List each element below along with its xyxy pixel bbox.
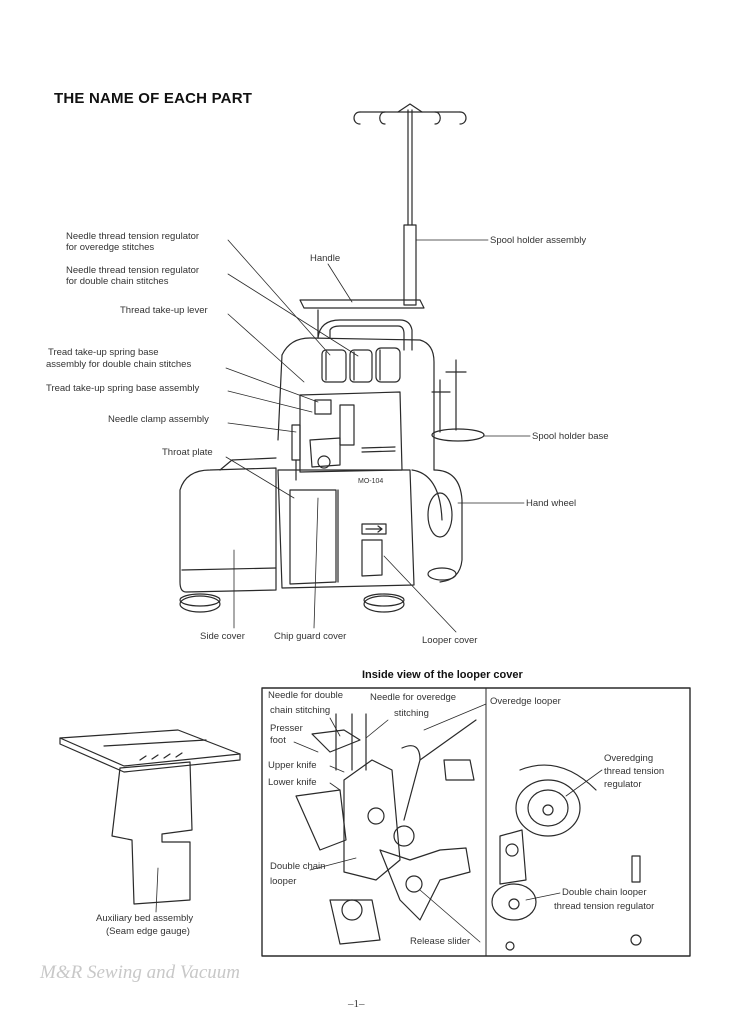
watermark: M&R Sewing and Vacuum bbox=[40, 962, 241, 983]
inset-lower-knife: Lower knife bbox=[268, 777, 317, 788]
inset-needle-double-line1: Needle for double bbox=[268, 690, 343, 701]
inset-needle-double-line2: chain stitching bbox=[270, 705, 331, 716]
inset-needle-overedge-line2: stitching bbox=[394, 708, 429, 719]
inset-leader-lines bbox=[293, 703, 603, 943]
looper-cover-label: Looper cover bbox=[422, 635, 478, 646]
handle-label: Handle bbox=[310, 253, 341, 264]
spool-holder-assembly-label: Spool holder assembly bbox=[490, 235, 587, 246]
auxiliary-bed-label-line1: Auxiliary bed assembly bbox=[96, 913, 194, 924]
chip-guard-cover-label: Chip guard cover bbox=[274, 631, 347, 642]
overlock-machine-drawing bbox=[179, 299, 485, 613]
inset-double-chain-looper-line1: Double chain bbox=[270, 861, 326, 872]
inset-overedge-looper: Overedge looper bbox=[490, 696, 561, 707]
inset-release-slider: Release slider bbox=[410, 936, 471, 947]
inset-presser-foot-line2: foot bbox=[270, 735, 286, 746]
inset-overedging-reg-line2: thread tension bbox=[604, 766, 665, 777]
inset-double-chain-reg-line2: thread tension regulator bbox=[554, 901, 655, 912]
page-number: –1– bbox=[348, 998, 365, 1010]
inset-needle-overedge-line1: Needle for overedge bbox=[370, 692, 457, 703]
needle-tension-overedge-label-line1: Needle thread tension regulator bbox=[66, 231, 200, 242]
auxiliary-bed-drawing bbox=[59, 729, 241, 913]
inset-overedging-reg-line3: regulator bbox=[604, 779, 642, 790]
tread-spring-base-double-label-line2: assembly for double chain stitches bbox=[46, 359, 192, 370]
inset-frame bbox=[261, 687, 691, 957]
inset-overedging-reg-line1: Overedging bbox=[604, 753, 654, 764]
inset-upper-knife: Upper knife bbox=[268, 760, 317, 771]
tread-spring-base-assembly-label: Tread take-up spring base assembly bbox=[46, 383, 200, 394]
spool-holder-base-label: Spool holder base bbox=[532, 431, 609, 442]
page-title: THE NAME OF EACH PART bbox=[54, 90, 253, 107]
side-cover-label: Side cover bbox=[200, 631, 245, 642]
throat-plate-label: Throat plate bbox=[162, 447, 213, 458]
inset-double-chain-reg-line1: Double chain looper bbox=[562, 887, 647, 898]
inset-presser-foot-line1: Presser bbox=[270, 723, 303, 734]
inset-title: Inside view of the looper cover bbox=[362, 669, 523, 681]
needle-clamp-label: Needle clamp assembly bbox=[108, 414, 209, 425]
needle-tension-double-label-line1: Needle thread tension regulator bbox=[66, 265, 200, 276]
thread-takeup-lever-label: Thread take-up lever bbox=[120, 305, 208, 316]
auxiliary-bed-label-line2: (Seam edge gauge) bbox=[106, 926, 190, 937]
inset-double-chain-looper-line2: looper bbox=[270, 876, 297, 887]
leader-lines bbox=[225, 239, 531, 633]
tread-spring-base-double-label-line1: Tread take-up spring base bbox=[48, 347, 159, 358]
hand-wheel-label: Hand wheel bbox=[526, 498, 577, 509]
spool-stand-drawing bbox=[353, 103, 467, 306]
needle-tension-overedge-label-line2: for overedge stitches bbox=[66, 242, 155, 253]
model-plate: MO-104 bbox=[358, 478, 384, 485]
needle-tension-double-label-line2: for double chain stitches bbox=[66, 276, 169, 287]
